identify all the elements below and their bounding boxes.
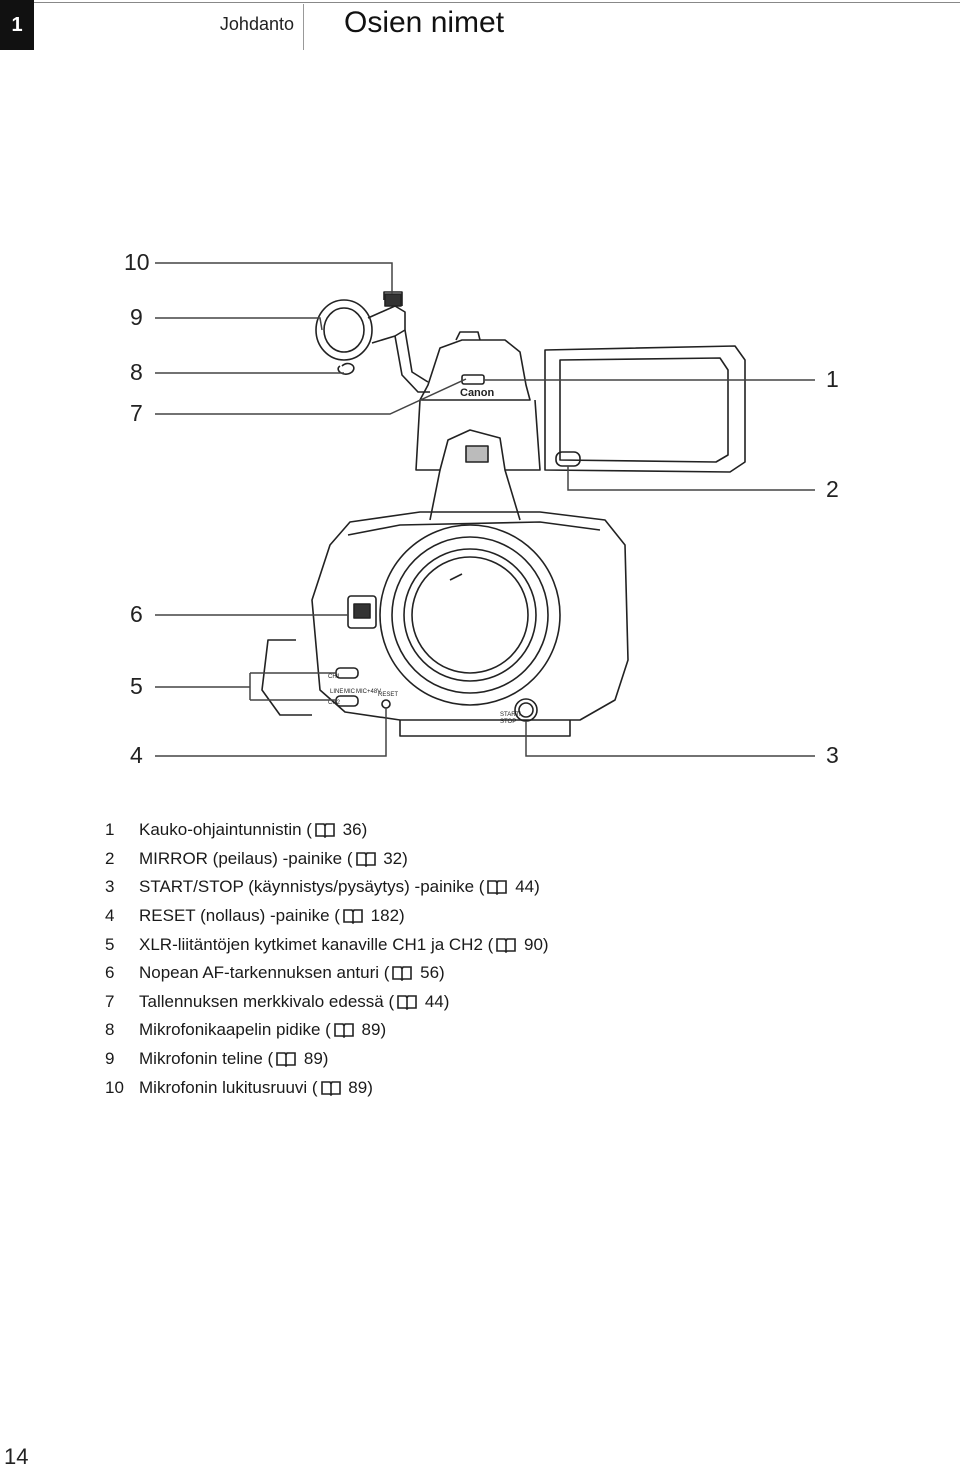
camera-reset-label: RESET bbox=[378, 692, 398, 698]
legend-item-text: RESET (nollaus) -painike ( bbox=[139, 906, 340, 926]
legend-item-page: 36) bbox=[337, 820, 368, 840]
page-number: 14 bbox=[4, 1444, 29, 1469]
callout-2: 2 bbox=[826, 476, 839, 502]
legend-item-text: START/STOP (käynnistys/pysäytys) -painik… bbox=[139, 877, 485, 897]
legend-item-number: 3 bbox=[105, 877, 115, 897]
legend-item: 6 Nopean AF-tarkennuksen anturi ( 56) bbox=[105, 959, 805, 988]
book-icon bbox=[496, 937, 517, 953]
callout-1: 1 bbox=[826, 366, 839, 392]
parts-legend: 1 Kauko-ohjaintunnistin ( 36) 2 MIRROR (… bbox=[105, 816, 805, 1102]
book-icon bbox=[334, 1023, 354, 1039]
legend-item-number: 2 bbox=[105, 848, 115, 868]
legend-item: 9 Mikrofonin teline ( 89) bbox=[105, 1045, 805, 1074]
callout-3: 3 bbox=[826, 742, 839, 768]
legend-item-page: 89) bbox=[343, 1077, 373, 1097]
book-icon bbox=[320, 1080, 341, 1096]
camcorder-illustration: Canon CH1 LINE MIC MIC+48V CH2 RESET STA… bbox=[155, 262, 815, 757]
chapter-number: 1 bbox=[11, 13, 23, 36]
leader-line-4 bbox=[155, 708, 387, 757]
camera-start-label: START/ bbox=[500, 712, 521, 718]
legend-item-text: Mikrofonin lukitusruuvi ( bbox=[139, 1077, 318, 1097]
legend-item-page: 182) bbox=[365, 906, 405, 926]
camera-ch2-label: CH2 bbox=[328, 700, 341, 706]
callout-5: 5 bbox=[130, 673, 143, 699]
legend-item-text: XLR-liitäntöjen kytkimet kanaville CH1 j… bbox=[139, 934, 494, 954]
camera-stop-label: STOP bbox=[500, 719, 516, 725]
book-icon bbox=[315, 823, 335, 839]
callout-7: 7 bbox=[130, 400, 143, 426]
legend-item-text: Kauko-ohjaintunnistin ( bbox=[139, 820, 312, 840]
legend-item-number: 6 bbox=[105, 963, 115, 983]
leader-line-5 bbox=[155, 672, 336, 701]
legend-item-number: 1 bbox=[105, 820, 115, 840]
legend-item-page: 89) bbox=[299, 1049, 329, 1069]
legend-item: 3 START/STOP (käynnistys/pysäytys) -pain… bbox=[105, 873, 805, 902]
legend-item: 2 MIRROR (peilaus) -painike ( 32) bbox=[105, 845, 805, 874]
legend-item: 10 Mikrofonin lukitusruuvi ( 89) bbox=[105, 1073, 805, 1102]
callout-9: 9 bbox=[130, 304, 143, 330]
legend-item-text: Nopean AF-tarkennuksen anturi ( bbox=[139, 963, 390, 983]
leader-line-10 bbox=[155, 262, 393, 294]
callout-8: 8 bbox=[130, 359, 143, 385]
legend-item-number: 9 bbox=[105, 1049, 115, 1069]
camera-ch1-label: CH1 bbox=[328, 674, 341, 680]
camcorder-diagram: Canon CH1 LINE MIC MIC+48V CH2 RESET STA… bbox=[124, 249, 839, 768]
legend-item-page: 56) bbox=[415, 963, 445, 983]
leader-line-9 bbox=[155, 317, 323, 331]
legend-item-text: MIRROR (peilaus) -painike ( bbox=[139, 848, 353, 868]
legend-item-page: 90) bbox=[519, 934, 549, 954]
chapter-tab-badge: 1 bbox=[0, 0, 34, 50]
callout-10: 10 bbox=[124, 249, 150, 275]
legend-item-page: 44) bbox=[510, 877, 540, 897]
camera-line-label: LINE bbox=[330, 689, 343, 695]
header-divider bbox=[303, 4, 304, 50]
legend-item: 8 Mikrofonikaapelin pidike ( 89) bbox=[105, 1016, 805, 1045]
legend-item: 1 Kauko-ohjaintunnistin ( 36) bbox=[105, 816, 805, 845]
book-icon bbox=[392, 966, 413, 982]
chapter-name: Johdanto bbox=[219, 14, 294, 34]
legend-item-number: 5 bbox=[105, 934, 115, 954]
page-title: Osien nimet bbox=[344, 6, 505, 39]
legend-item-number: 7 bbox=[105, 991, 115, 1011]
legend-item-number: 10 bbox=[105, 1077, 124, 1097]
leader-line-3 bbox=[525, 721, 815, 757]
book-icon bbox=[397, 995, 417, 1010]
leader-line-2 bbox=[567, 466, 815, 491]
legend-item: 5 XLR-liitäntöjen kytkimet kanaville CH1… bbox=[105, 930, 805, 959]
legend-item: 4 RESET (nollaus) -painike ( 182) bbox=[105, 902, 805, 931]
legend-item-text: Mikrofonikaapelin pidike ( bbox=[139, 1020, 331, 1040]
legend-item: 7 Tallennuksen merkkivalo edessä ( 44) bbox=[105, 988, 805, 1017]
leader-line-7 bbox=[155, 378, 467, 415]
legend-item-page: 32) bbox=[378, 848, 408, 868]
book-icon bbox=[343, 909, 363, 925]
book-icon bbox=[276, 1052, 296, 1068]
header-rule bbox=[34, 2, 960, 3]
book-icon bbox=[355, 852, 376, 867]
book-icon bbox=[487, 880, 508, 896]
legend-item-page: 44) bbox=[420, 991, 450, 1011]
legend-item-number: 8 bbox=[105, 1020, 115, 1040]
callout-6: 6 bbox=[130, 601, 143, 627]
camera-mic-label: MIC bbox=[344, 689, 356, 695]
legend-item-number: 4 bbox=[105, 906, 115, 926]
legend-item-text: Mikrofonin teline ( bbox=[139, 1049, 274, 1069]
legend-item-page: 89) bbox=[356, 1020, 387, 1040]
callout-4: 4 bbox=[130, 742, 143, 768]
camera-mic48-label: MIC+48V bbox=[356, 689, 381, 695]
camera-brand-label: Canon bbox=[460, 387, 495, 399]
legend-item-text: Tallennuksen merkkivalo edessä ( bbox=[139, 991, 395, 1011]
